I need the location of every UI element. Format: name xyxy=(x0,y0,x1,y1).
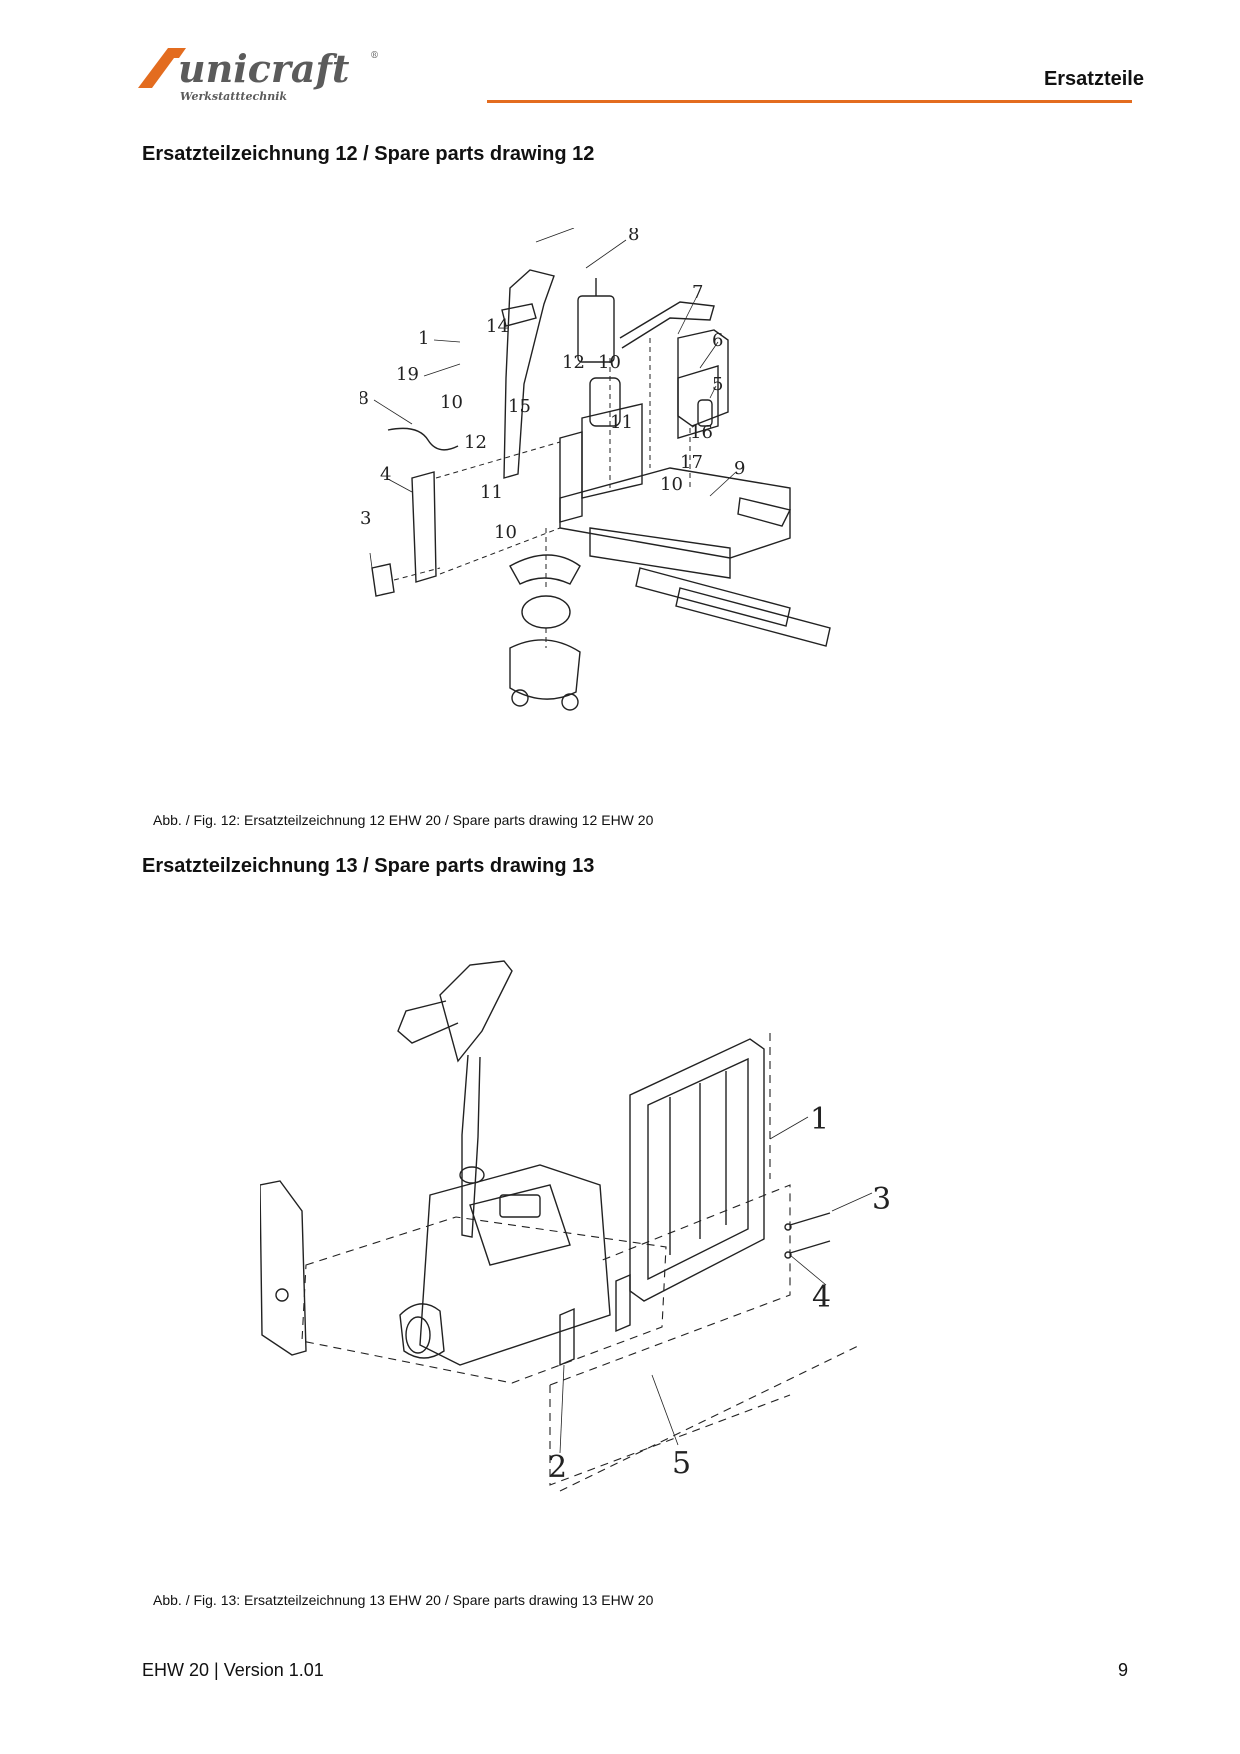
callout-12: 12 xyxy=(562,352,585,373)
footer-version: EHW 20 | Version 1.01 xyxy=(142,1660,324,1680)
figure-13-caption: Abb. / Fig. 13: Ersatzteilzeichnung 13 E… xyxy=(153,1592,654,1608)
callout-11: 11 xyxy=(610,412,633,433)
unicraft-logo: unicraft ® Werkstatttechnik xyxy=(138,46,379,103)
callout-1: 1 xyxy=(418,328,429,349)
callout-14: 14 xyxy=(486,316,509,337)
side-panel xyxy=(260,1180,307,1356)
callout-16: 16 xyxy=(690,422,713,443)
callout-10: 10 xyxy=(598,352,621,373)
logo-wordmark: unicraft xyxy=(178,46,350,91)
truck-body xyxy=(419,1164,611,1366)
callout-13: 13 xyxy=(576,228,599,231)
callout-10c: 10 xyxy=(660,474,683,495)
callout-15: 15 xyxy=(508,396,531,417)
section-13-title: Ersatzteilzeichnung 13 / Spare parts dra… xyxy=(142,855,595,877)
side-cover xyxy=(677,365,719,439)
side-plate xyxy=(411,471,437,583)
bolt-set xyxy=(784,1212,831,1259)
fender xyxy=(509,554,581,585)
callout-17: 17 xyxy=(680,452,703,473)
tiller-arm xyxy=(503,269,555,479)
callout-1: 1 xyxy=(810,1102,829,1137)
fork-left xyxy=(635,567,791,627)
fork-right xyxy=(675,587,831,647)
figure-12-caption: Abb. / Fig. 12: Ersatzteilzeichnung 12 E… xyxy=(153,812,654,828)
callout-labels: 1 3 4 2 5 xyxy=(548,1102,891,1485)
motor-unit xyxy=(589,377,621,427)
callout-6: 6 xyxy=(712,330,723,351)
header-rule xyxy=(487,100,1132,103)
callout-4: 4 xyxy=(812,1280,831,1315)
callout-18: 18 xyxy=(360,388,369,409)
callout-7: 7 xyxy=(692,282,703,303)
callout-5: 5 xyxy=(712,374,723,395)
end-cap xyxy=(371,563,395,597)
section-12-title: Ersatzteilzeichnung 12 / Spare parts dra… xyxy=(142,143,595,165)
spare-parts-drawing-12: 13 8 7 6 5 1 14 12 10 19 18 10 15 11 12 … xyxy=(360,228,831,711)
callout-8: 8 xyxy=(628,228,639,245)
callout-3: 3 xyxy=(872,1182,891,1217)
header-title: Ersatzteile xyxy=(1043,68,1144,90)
callout-labels: 13 8 7 6 5 1 14 12 10 19 18 10 15 11 12 … xyxy=(360,228,745,543)
drive-unit xyxy=(399,1303,445,1359)
mounting-bracket xyxy=(559,1307,575,1367)
callout-10d: 10 xyxy=(494,522,517,543)
callout-10b: 10 xyxy=(440,392,463,413)
page-number: 9 xyxy=(1117,1660,1128,1680)
callout-9: 9 xyxy=(734,458,745,479)
callout-2: 2 xyxy=(548,1450,567,1485)
tiller-arm xyxy=(461,1054,481,1238)
platform-outline xyxy=(301,1033,861,1492)
drive-wheel xyxy=(521,595,571,629)
rear-frame-arm xyxy=(619,301,715,349)
cable-harness xyxy=(387,427,459,451)
tiller-handle xyxy=(439,960,513,1063)
fork-tip xyxy=(737,497,792,527)
callout-11b: 11 xyxy=(480,482,503,503)
spare-parts-drawing-13: 1 3 4 2 5 xyxy=(260,960,891,1492)
logo-registered-mark: ® xyxy=(370,51,379,61)
callout-3: 3 xyxy=(360,508,371,529)
drive-unit xyxy=(509,639,581,700)
logo-tagline: Werkstatttechnik xyxy=(180,90,287,103)
callout-12b: 12 xyxy=(464,432,487,453)
callout-4: 4 xyxy=(380,464,391,485)
backrest-frame xyxy=(629,1038,765,1302)
callout-19: 19 xyxy=(396,364,419,385)
callout-5: 5 xyxy=(672,1446,691,1481)
